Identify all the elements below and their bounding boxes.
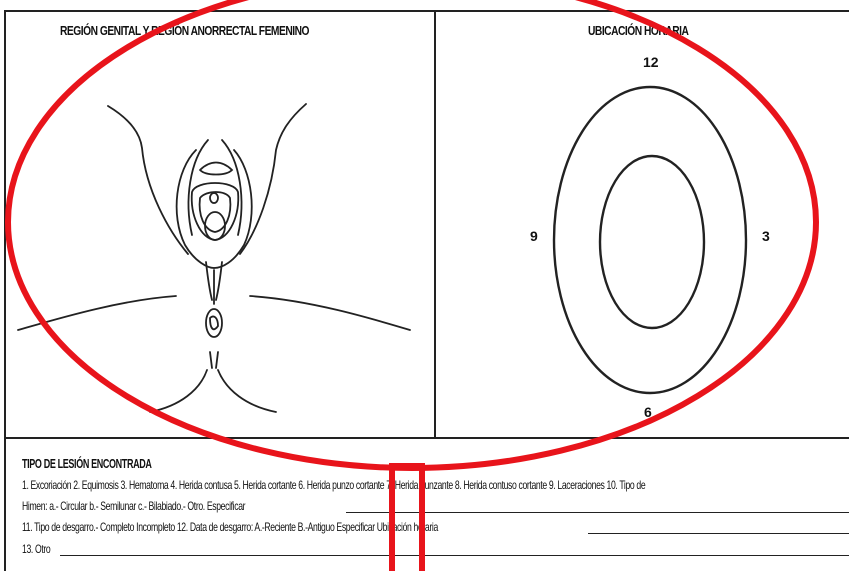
annotation-pointer [392,466,422,571]
annotation-circle [8,0,816,468]
